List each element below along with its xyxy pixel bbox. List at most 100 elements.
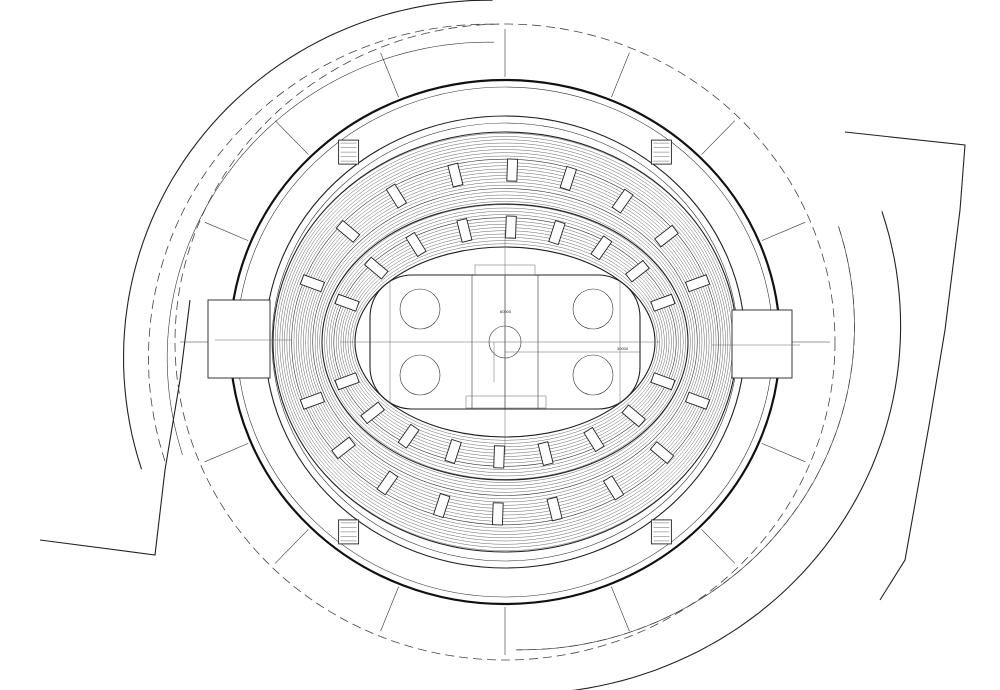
aisle [590, 235, 613, 261]
aisle [621, 404, 646, 428]
aisle [650, 293, 676, 312]
vomitory-aisles [299, 158, 711, 526]
seat-row [291, 158, 719, 526]
aisle [405, 231, 427, 258]
block-divider [761, 443, 806, 463]
seat-row [300, 171, 710, 513]
faceoff-circle-top-right [572, 288, 614, 330]
aisle [385, 183, 408, 209]
seat-row [303, 175, 707, 509]
aisle [299, 391, 326, 410]
seat-row [286, 152, 724, 532]
aisle-gap [546, 496, 563, 522]
aisle [625, 259, 650, 283]
seat-row [314, 191, 696, 493]
aisle [611, 188, 634, 214]
block-divider [701, 529, 736, 564]
spiral-wing-edge [571, 211, 902, 690]
aisle [684, 391, 711, 410]
block-divider [611, 52, 630, 98]
seat-row [281, 145, 729, 539]
faceoff-circle-top-left [399, 288, 441, 330]
block-divider [204, 443, 249, 463]
aisle-gap [506, 158, 519, 182]
block-divider [701, 120, 736, 155]
seat-row [305, 178, 705, 506]
rink-dimension-label-width: 30000 [617, 346, 629, 351]
aisle-gap [397, 423, 420, 449]
aisle-gap [583, 426, 605, 453]
aisle [602, 475, 625, 501]
seat-row [335, 220, 675, 464]
seat-row [319, 197, 691, 487]
aisle-gap [447, 162, 464, 188]
aisle-gap [334, 372, 360, 391]
west-wing-outline [39, 299, 191, 556]
block-divider [611, 586, 630, 632]
seat-row [312, 188, 698, 496]
players-bench-bottom [465, 395, 547, 409]
seat-row [328, 210, 682, 474]
seat-row [326, 207, 684, 477]
aisle [444, 438, 462, 464]
entrance-east [731, 309, 793, 379]
service-blocks [180, 29, 830, 655]
faceoff-circle-bottom-left [399, 354, 441, 396]
spiral-wing-dashed [148, 23, 494, 462]
aisle [649, 441, 675, 465]
aisle [548, 220, 566, 246]
aisle [299, 274, 326, 293]
faceoff-circle-bottom-right [572, 354, 614, 396]
seat-row [284, 149, 726, 535]
spiral-wing-edge [123, 0, 493, 470]
aisle-gap [548, 220, 566, 246]
seat-row [295, 165, 715, 519]
cross-aisle [321, 203, 689, 481]
aisle [360, 401, 385, 425]
aisle-gap [493, 445, 505, 469]
seat-row [307, 181, 703, 503]
aisle-gap [654, 224, 679, 248]
aisle [654, 224, 679, 248]
aisle-gap [650, 293, 676, 312]
aisle [546, 496, 563, 522]
block-divider [274, 529, 309, 564]
aisle-gap [625, 259, 650, 283]
aisle-gap [602, 475, 625, 501]
aisle-gap [611, 188, 634, 214]
aisle-gap [335, 219, 361, 243]
aisle-gap [299, 274, 326, 293]
ice-rink: 60000 30000 [340, 230, 660, 455]
aisle-gap [385, 183, 408, 209]
seat-row [324, 204, 686, 480]
aisle-gap [405, 231, 427, 258]
aisle-gap [432, 493, 451, 519]
block-divider [274, 120, 309, 155]
spiral-wing-edge [166, 41, 495, 455]
aisle [456, 217, 473, 243]
seat-row [288, 155, 722, 529]
seat-row [317, 194, 693, 490]
aisle-gap [376, 470, 399, 496]
aisle [506, 158, 519, 182]
aisle [491, 502, 504, 526]
seat-row [279, 142, 731, 542]
aisle [447, 162, 464, 188]
aisle-gap [537, 441, 554, 467]
block-divider [380, 586, 399, 632]
aisle-gap [331, 436, 356, 460]
seat-row [298, 168, 712, 516]
aisle [650, 372, 676, 391]
aisle-gap [444, 438, 462, 464]
aisle [493, 445, 505, 469]
aisle [335, 219, 361, 243]
aisle [583, 426, 605, 453]
aisle-gap [590, 235, 613, 261]
aisle [334, 293, 360, 312]
aisle [376, 470, 399, 496]
block-divider [761, 221, 806, 241]
seat-row [293, 162, 717, 522]
entrance-west [207, 299, 271, 379]
aisle-gap [364, 256, 389, 280]
